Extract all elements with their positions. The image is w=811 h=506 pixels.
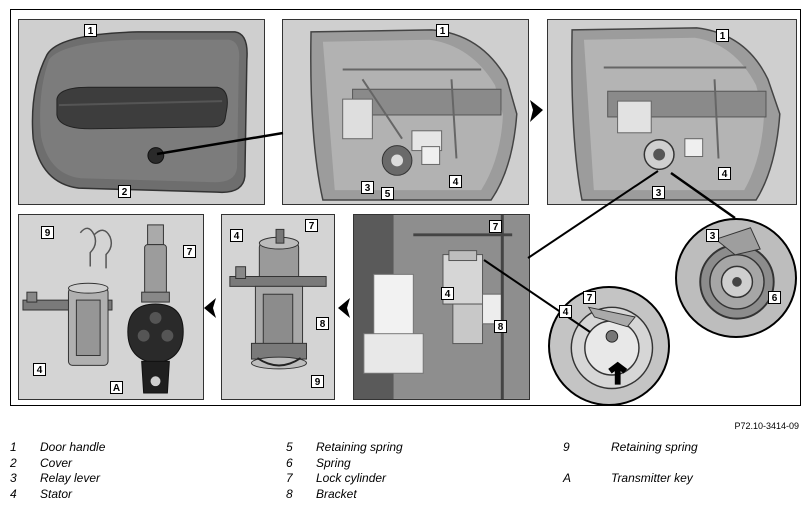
callout-1: 1 [436, 24, 449, 37]
callout-4: 4 [230, 229, 243, 242]
callout-4: 4 [441, 287, 454, 300]
callout-9: 9 [41, 226, 54, 239]
panel-disassembled-parts [18, 214, 204, 400]
callout-5: 5 [381, 187, 394, 200]
callout-4: 4 [449, 175, 462, 188]
callout-8: 8 [316, 317, 329, 330]
handle-interior-illustration [310, 29, 518, 201]
callout-7: 7 [489, 220, 502, 233]
panel-handle-interior [282, 19, 529, 205]
callout-4: 4 [559, 305, 572, 318]
panel-cylinder-in-handle [353, 214, 530, 400]
callout-4: 4 [33, 363, 46, 376]
disassembled-parts-illustration [22, 224, 184, 394]
callout-6: 6 [768, 291, 781, 304]
callout-7: 7 [183, 245, 196, 258]
callout-4: 4 [718, 167, 731, 180]
callout-1: 1 [716, 29, 729, 42]
lock-cylinder-closeup [570, 306, 654, 390]
cylinder-in-handle-illustration [354, 215, 529, 399]
door-handle-exterior-illustration [31, 31, 248, 194]
callout-3: 3 [706, 229, 719, 242]
stator-spring-closeup [699, 227, 775, 320]
callout-1: 1 [84, 24, 97, 37]
panel-door-handle-exterior [18, 19, 265, 205]
callout-9: 9 [311, 375, 324, 388]
callout-8: 8 [494, 320, 507, 333]
cylinder-stator-illustration [229, 228, 327, 370]
callout-7: 7 [583, 291, 596, 304]
callout-2: 2 [118, 185, 131, 198]
panel-handle-interior-cylinder [547, 19, 797, 205]
handle-interior-cylinder-illustration [571, 27, 781, 201]
callout-3: 3 [361, 181, 374, 194]
callout-A: A [110, 381, 123, 394]
detail-circle-lock-cylinder [548, 286, 670, 406]
callout-7: 7 [305, 219, 318, 232]
panel-cylinder-stator [221, 214, 335, 400]
detail-circle-stator-spring [675, 218, 797, 338]
figure-code: P72.10-3414-09 [734, 421, 799, 431]
callout-3: 3 [652, 186, 665, 199]
